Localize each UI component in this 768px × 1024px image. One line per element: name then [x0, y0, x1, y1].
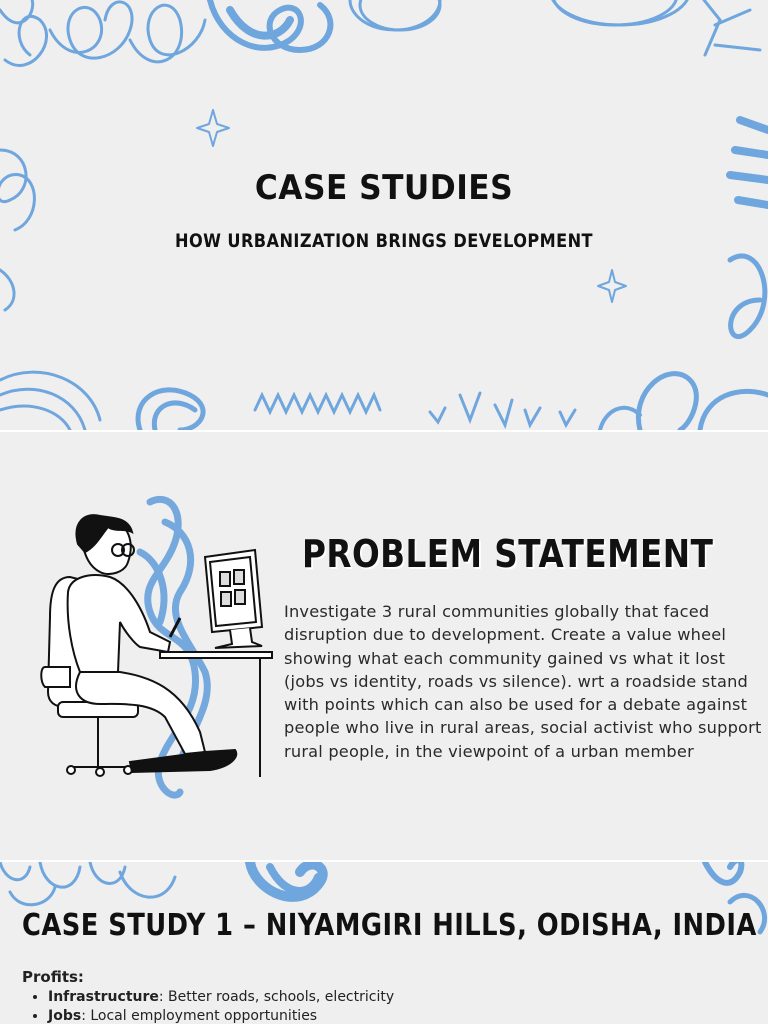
case-study-heading: CASE STUDY 1 – NIYAMGIRI HILLS, ODISHA, … — [22, 908, 757, 943]
problem-statement-heading: PROBLEM STATEMENT — [302, 532, 714, 576]
slide-title-heading: CASE STUDIES — [254, 168, 514, 208]
slide-title: CASE STUDIES HOW URBANIZATION BRINGS DEV… — [0, 0, 768, 430]
doodle-decoration — [0, 0, 768, 430]
doodle-decoration — [0, 862, 768, 935]
slide-divider — [0, 430, 768, 432]
person-at-desk-illustration — [40, 496, 273, 799]
profit-term: Infrastructure — [48, 989, 159, 1005]
profit-term: Jobs — [48, 1008, 82, 1024]
slide-problem-statement: PROBLEM STATEMENT Investigate 3 rural co… — [0, 432, 768, 860]
problem-statement-body: Investigate 3 rural communities globally… — [284, 602, 762, 761]
list-item: Infrastructure: Better roads, schools, e… — [48, 988, 394, 1007]
profits-list: Infrastructure: Better roads, schools, e… — [22, 988, 394, 1024]
profit-desc: : Better roads, schools, electricity — [158, 989, 395, 1005]
profit-desc: : Local employment opportunities — [81, 1008, 318, 1024]
slide-divider — [0, 860, 768, 862]
slide-case-study-1: CASE STUDY 1 – NIYAMGIRI HILLS, ODISHA, … — [0, 862, 768, 1024]
profits-label: Profits: — [22, 968, 84, 986]
slide-subtitle: HOW URBANIZATION BRINGS DEVELOPMENT — [175, 230, 593, 252]
list-item: Jobs: Local employment opportunities — [48, 1007, 394, 1024]
